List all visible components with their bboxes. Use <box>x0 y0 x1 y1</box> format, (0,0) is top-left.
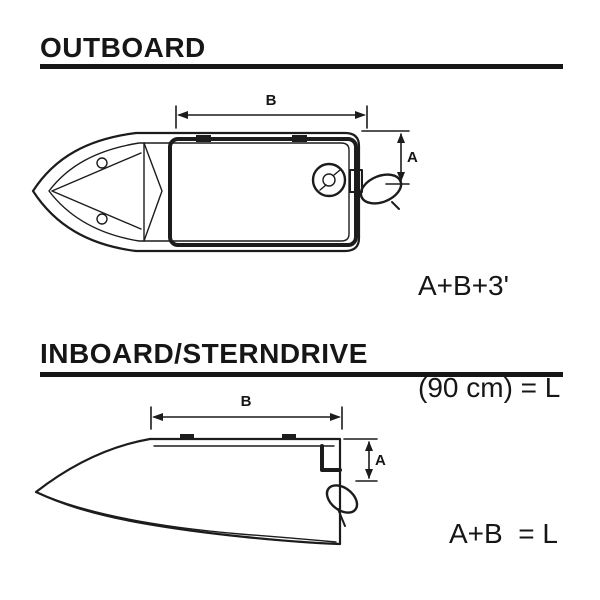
inboard-formula: A+B = L <box>449 518 558 549</box>
outboard-engine-flywheel-hub <box>322 173 336 187</box>
outboard-deck-cleat-right <box>292 135 307 142</box>
outboard-formula-line-2: (90 cm) = L <box>418 372 561 403</box>
outboard-dimension-b: B <box>175 92 368 129</box>
sterndrive-skeg-line <box>337 508 346 527</box>
outboard-bow-hatch-top <box>96 157 108 169</box>
outboard-boat-drawing <box>31 131 403 253</box>
outboard-hull-inner-line <box>48 142 350 242</box>
inboard-dimension-b: B <box>150 393 343 430</box>
outboard-cockpit-outline <box>168 137 358 247</box>
outboard-section-title: OUTBOARD <box>40 32 206 63</box>
outboard-motor-cowl <box>359 173 403 205</box>
outboard-dim-b-end-bars <box>175 105 368 129</box>
inboard-dim-b-arrow-right <box>330 413 341 421</box>
outboard-dimension-a: A <box>361 130 418 185</box>
outboard-engine-flywheel-spokes <box>319 169 341 191</box>
inboard-chine-line <box>47 496 337 543</box>
inboard-engine-bracket <box>320 444 342 472</box>
inboard-dim-a-arrow-top <box>365 441 373 451</box>
outboard-dim-a-label: A <box>407 149 418 166</box>
outboard-motor-mount <box>349 169 363 193</box>
outboard-dim-b-arrow-left <box>177 111 188 119</box>
outboard-section-divider <box>40 64 563 69</box>
inboard-section-title: INBOARD/STERNDRIVE <box>40 338 368 369</box>
inboard-dim-a-extension-lines <box>343 438 378 482</box>
inboard-dim-b-end-bars <box>150 406 343 430</box>
inboard-dim-b-label: B <box>241 393 252 410</box>
outboard-formula: A+B+3' (90 cm) = L <box>418 201 560 473</box>
outboard-engine-flywheel <box>311 162 347 198</box>
inboard-dim-a-label: A <box>375 452 386 469</box>
outboard-dim-a-arrow-top <box>397 133 405 143</box>
outboard-bow-vee-lines <box>51 152 142 230</box>
inboard-deck-cleat-right <box>282 434 296 440</box>
outboard-formula-line-1: A+B+3' <box>418 270 509 301</box>
outboard-windshield-lines <box>143 142 163 242</box>
outboard-propeller-line <box>391 201 400 210</box>
outboard-dim-b-arrow-right <box>355 111 366 119</box>
inboard-section-divider <box>40 372 563 377</box>
inboard-dimension-a: A <box>343 438 386 482</box>
outboard-deck-cleat-left <box>196 135 211 142</box>
inboard-dim-b-arrow-left <box>152 413 163 421</box>
outboard-dim-a-extension-lines <box>361 130 410 185</box>
inboard-deck-cleat-left <box>180 434 194 440</box>
outboard-dim-b-label: B <box>266 92 277 109</box>
outboard-bow-hatch-bottom <box>96 213 108 225</box>
inboard-hull-outline <box>34 437 342 546</box>
outboard-dim-a-arrow-bottom <box>397 172 405 182</box>
outboard-hull-outline <box>31 131 361 253</box>
inboard-dim-a-arrow-bottom <box>365 469 373 479</box>
sterndrive-unit <box>325 484 359 514</box>
inboard-boat-drawing <box>34 434 359 546</box>
